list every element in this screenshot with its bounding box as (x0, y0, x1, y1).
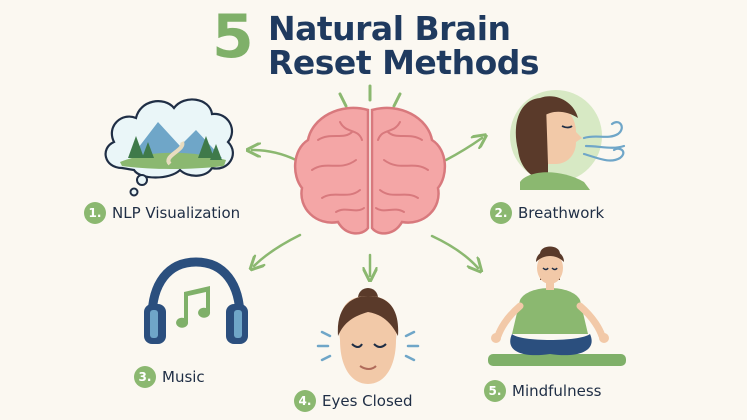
method-label-breathwork: 2. Breathwork (490, 202, 604, 224)
arrow-to-music (254, 233, 302, 266)
number-badge: 2. (490, 202, 512, 224)
arrow-to-visualization (252, 150, 298, 162)
eyes-closed-face-icon (316, 288, 420, 384)
method-label-music: 3. Music (134, 366, 205, 388)
method-label-visualization: 1. NLP Visualization (84, 202, 240, 224)
method-label-eyes-closed: 4. Eyes Closed (294, 390, 413, 412)
number-badge: 4. (294, 390, 316, 412)
number-badge: 1. (84, 202, 106, 224)
thought-cloud-landscape-icon (104, 98, 234, 197)
arrow-to-breathwork (444, 138, 482, 162)
method-label-mindfulness: 5. Mindfulness (484, 380, 601, 402)
method-text: Music (162, 368, 205, 386)
title-number: 5 (212, 2, 254, 72)
method-text: Eyes Closed (322, 392, 413, 410)
number-badge: 3. (134, 366, 156, 388)
meditating-person-icon (488, 246, 626, 366)
arrow-to-mindfulness (430, 234, 478, 268)
method-text: NLP Visualization (112, 204, 241, 222)
breathing-person-icon (510, 90, 626, 190)
arrows (252, 138, 482, 276)
title-line-2: Reset Methods (268, 43, 540, 82)
title-line-1: Natural Brain (268, 9, 511, 48)
method-text: Breathwork (518, 204, 605, 222)
headphones-music-icon (144, 257, 248, 344)
number-badge: 5. (484, 380, 506, 402)
method-text: Mindfulness (512, 382, 602, 400)
burst-lines (338, 84, 402, 108)
brain-icon (294, 106, 446, 235)
